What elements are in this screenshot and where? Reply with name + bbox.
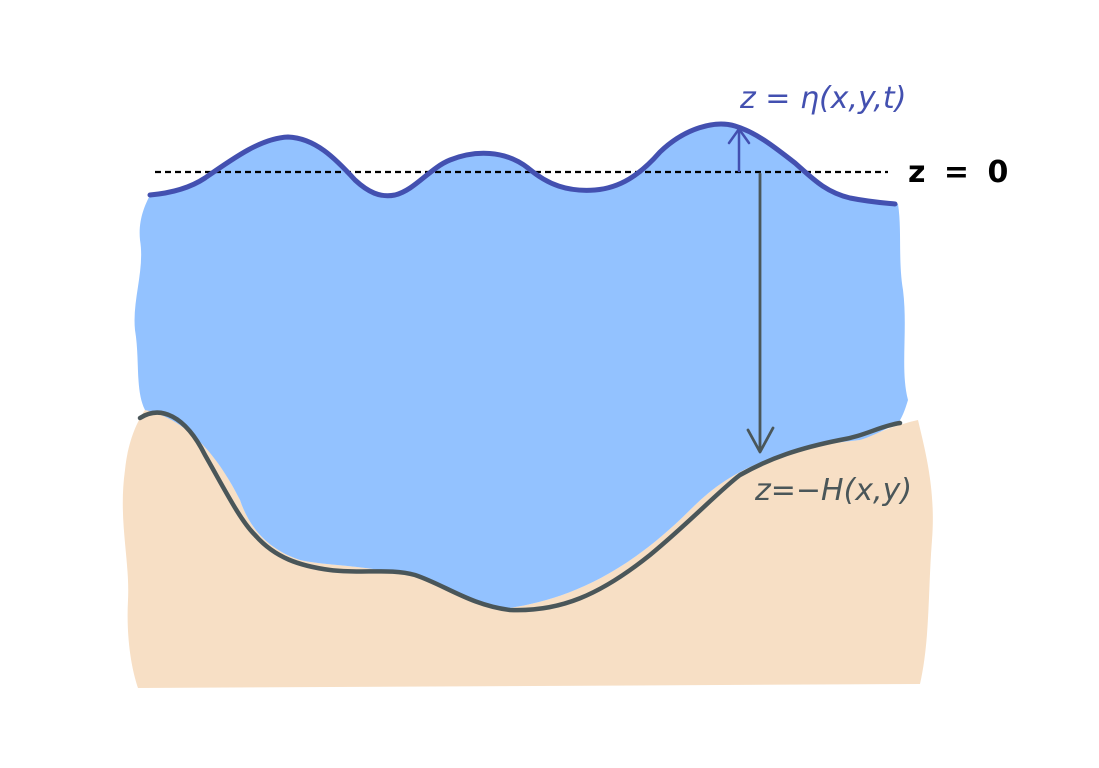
bottom-depth-label: z=−H(x,y) — [754, 473, 912, 508]
elevation-arrow-head — [727, 127, 751, 145]
seabed-bottom-curve — [137, 410, 903, 613]
reference-level-label: z = 0 — [908, 155, 1012, 190]
seabed-region — [122, 410, 933, 688]
surface-elevation-label: z = η(x,y,t) — [739, 81, 906, 116]
water-region — [134, 124, 909, 608]
free-surface-curve — [147, 121, 898, 207]
depth-arrow-head — [746, 426, 775, 454]
